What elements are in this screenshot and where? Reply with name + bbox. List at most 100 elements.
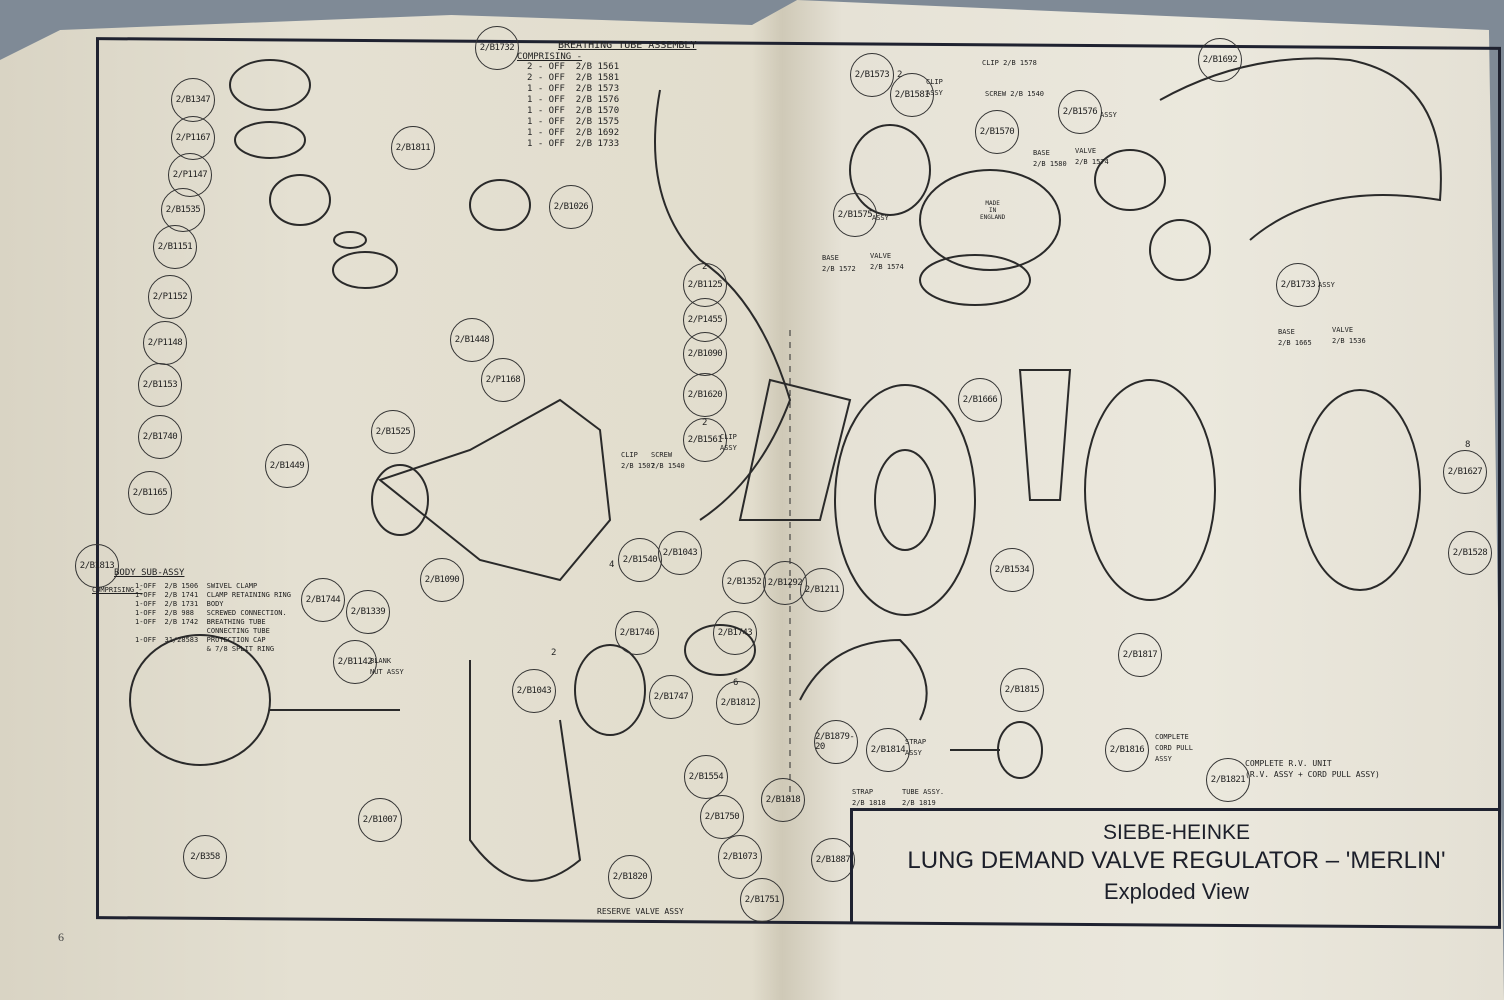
list-item: 2 - OFF 2/B 1561: [527, 62, 620, 72]
note: ASSY: [1318, 281, 1335, 289]
list-item: 1 - OFF 2/B 1733: [527, 139, 620, 149]
list-item: 1-OFF 31/28583 PROTECTION CAP: [135, 636, 266, 644]
part-callout: 2/B1525: [371, 410, 415, 454]
title-block: SIEBE-HEINKE LUNG DEMAND VALVE REGULATOR…: [850, 808, 1500, 924]
note: BASE 2/B 1572: [822, 254, 856, 273]
quantity-label: 2: [551, 648, 557, 658]
list-item: 1 - OFF 2/B 1576: [527, 95, 620, 105]
breathing-tube-list: 2 - OFF 2/B 1561 2 - OFF 2/B 1581 1 - OF…: [527, 62, 619, 150]
part-callout: 2/B1449: [265, 444, 309, 488]
part-sketch: [229, 59, 311, 111]
part-callout: 2/B1043: [512, 669, 556, 713]
quantity-label: 8: [1465, 440, 1471, 450]
list-item: 1-OFF 2/B 988 SCREWED CONNECTION.: [135, 609, 287, 617]
part-callout: 2/B1554: [684, 755, 728, 799]
made-in-england-text: MADE IN ENGLAND: [980, 200, 1006, 221]
note: CLIP ASSY: [926, 78, 943, 97]
note: SCREW 2/B 1540: [985, 90, 1045, 98]
part-callout: 2/B1528: [1448, 531, 1492, 575]
breathing-tube-title: BREATHING TUBE ASSEMBLY: [558, 40, 697, 51]
list-item: 1 - OFF 2/B 1573: [527, 84, 620, 94]
quantity-label: 2: [897, 70, 903, 80]
product-title: LUNG DEMAND VALVE REGULATOR – 'MERLIN': [907, 847, 1446, 874]
part-callout: 2/B1751: [740, 878, 784, 922]
part-callout: 2/B358: [183, 835, 227, 879]
note: CLIP ASSY: [720, 433, 737, 452]
part-callout: 2/B1448: [450, 318, 494, 362]
part-callout: 2/B1732: [475, 26, 519, 70]
page-number: 6: [58, 930, 64, 944]
part-callout: 2/B1026: [549, 185, 593, 229]
part-callout: 2/B1820: [608, 855, 652, 899]
part-callout: 2/B1073: [718, 835, 762, 879]
body-sub-assy-title: BODY SUB-ASSY: [114, 568, 185, 578]
note: STRAP ASSY: [905, 738, 927, 757]
body-sub-assy-comprising: COMPRISING -: [92, 586, 143, 594]
part-callout: 2/B1090: [683, 332, 727, 376]
note: CLIP 2/B 1578: [982, 59, 1037, 67]
part-callout: 2/B1153: [138, 363, 182, 407]
part-callout: 2/B1151: [153, 225, 197, 269]
part-callout: 2/B1692: [1198, 38, 1242, 82]
part-callout: 2/B1339: [346, 590, 390, 634]
part-callout: 2/B1352: [722, 560, 766, 604]
body-sub-assy-list: 1-OFF 2/B 1506 SWIVEL CLAMP 1-OFF 2/B 17…: [135, 582, 291, 654]
part-callout: 2/P1152: [148, 275, 192, 319]
part-callout: 2/B1811: [391, 126, 435, 170]
part-callout: 2/B1818: [761, 778, 805, 822]
part-callout: 2/B1813: [75, 544, 119, 588]
list-item: 1 - OFF 2/B 1575: [527, 117, 620, 127]
part-callout: 2/B1812: [716, 681, 760, 725]
part-callout: 2/B1746: [615, 611, 659, 655]
list-item: 1-OFF 2/B 1731 BODY: [135, 600, 224, 608]
part-callout: 2/B1540: [618, 538, 662, 582]
part-callout: 2/B1879-20: [814, 720, 858, 764]
note: ASSY: [1100, 111, 1117, 119]
note: BASE 2/B 1580: [1033, 149, 1067, 168]
part-callout: 2/B1142: [333, 640, 377, 684]
part-callout: 2/B1165: [128, 471, 172, 515]
part-callout: 2/B1575: [833, 193, 877, 237]
part-callout: 2/B1747: [649, 675, 693, 719]
note: VALVE 2/B 1536: [1332, 326, 1366, 345]
part-callout: 2/B1627: [1443, 450, 1487, 494]
part-callout: 2/B1576: [1058, 90, 1102, 134]
note: COMPLETE CORD PULL ASSY: [1155, 733, 1193, 763]
list-item: 1-OFF 2/B 1506 SWIVEL CLAMP: [135, 582, 258, 590]
part-callout: 2/P1168: [481, 358, 525, 402]
part-callout: 2/B1821: [1206, 758, 1250, 802]
manufacturer-title: SIEBE-HEINKE: [1102, 821, 1251, 844]
part-callout: 2/B1620: [683, 373, 727, 417]
note: COMPLETE R.V. UNIT (R.V. ASSY + CORD PUL…: [1245, 759, 1380, 779]
part-callout: 2/B1573: [850, 53, 894, 97]
part-callout: 2/B1814: [866, 728, 910, 772]
part-callout: 2/B1534: [990, 548, 1034, 592]
list-item: 1-OFF 2/B 1742 BREATHING TUBE: [135, 618, 266, 626]
list-item: & 7/8 SPLIT RING: [135, 645, 275, 653]
part-callout: 2/B1733: [1276, 263, 1320, 307]
note: BLANK NUT ASSY: [370, 657, 404, 676]
part-callout: 2/B1090: [420, 558, 464, 602]
list-item: 2 - OFF 2/B 1581: [527, 73, 620, 83]
part-callout: 2/B1743: [713, 611, 757, 655]
quantity-label: 6: [733, 678, 739, 688]
breathing-tube-comprising: COMPRISING -: [517, 52, 583, 62]
part-callout: 2/B1043: [658, 531, 702, 575]
part-callout: 2/B1211: [800, 568, 844, 612]
note: RESERVE VALVE ASSY: [597, 907, 684, 916]
note: BASE 2/B 1665: [1278, 328, 1312, 347]
part-callout: 2/B1007: [358, 798, 402, 842]
part-callout: 2/B1816: [1105, 728, 1149, 772]
list-item: 1-OFF 2/B 1741 CLAMP RETAINING RING: [135, 591, 291, 599]
quantity-label: 2: [702, 418, 708, 428]
note: CLIP 2/B 1507: [621, 451, 655, 470]
part-callout: 2/B1815: [1000, 668, 1044, 712]
part-callout: 2/B1581: [890, 73, 934, 117]
list-item: 1 - OFF 2/B 1692: [527, 128, 620, 138]
part-callout: 2/B1740: [138, 415, 182, 459]
part-callout: 2/P1148: [143, 321, 187, 365]
note: VALVE 2/B 1574: [1075, 147, 1109, 166]
part-callout: 2/B1570: [975, 110, 1019, 154]
